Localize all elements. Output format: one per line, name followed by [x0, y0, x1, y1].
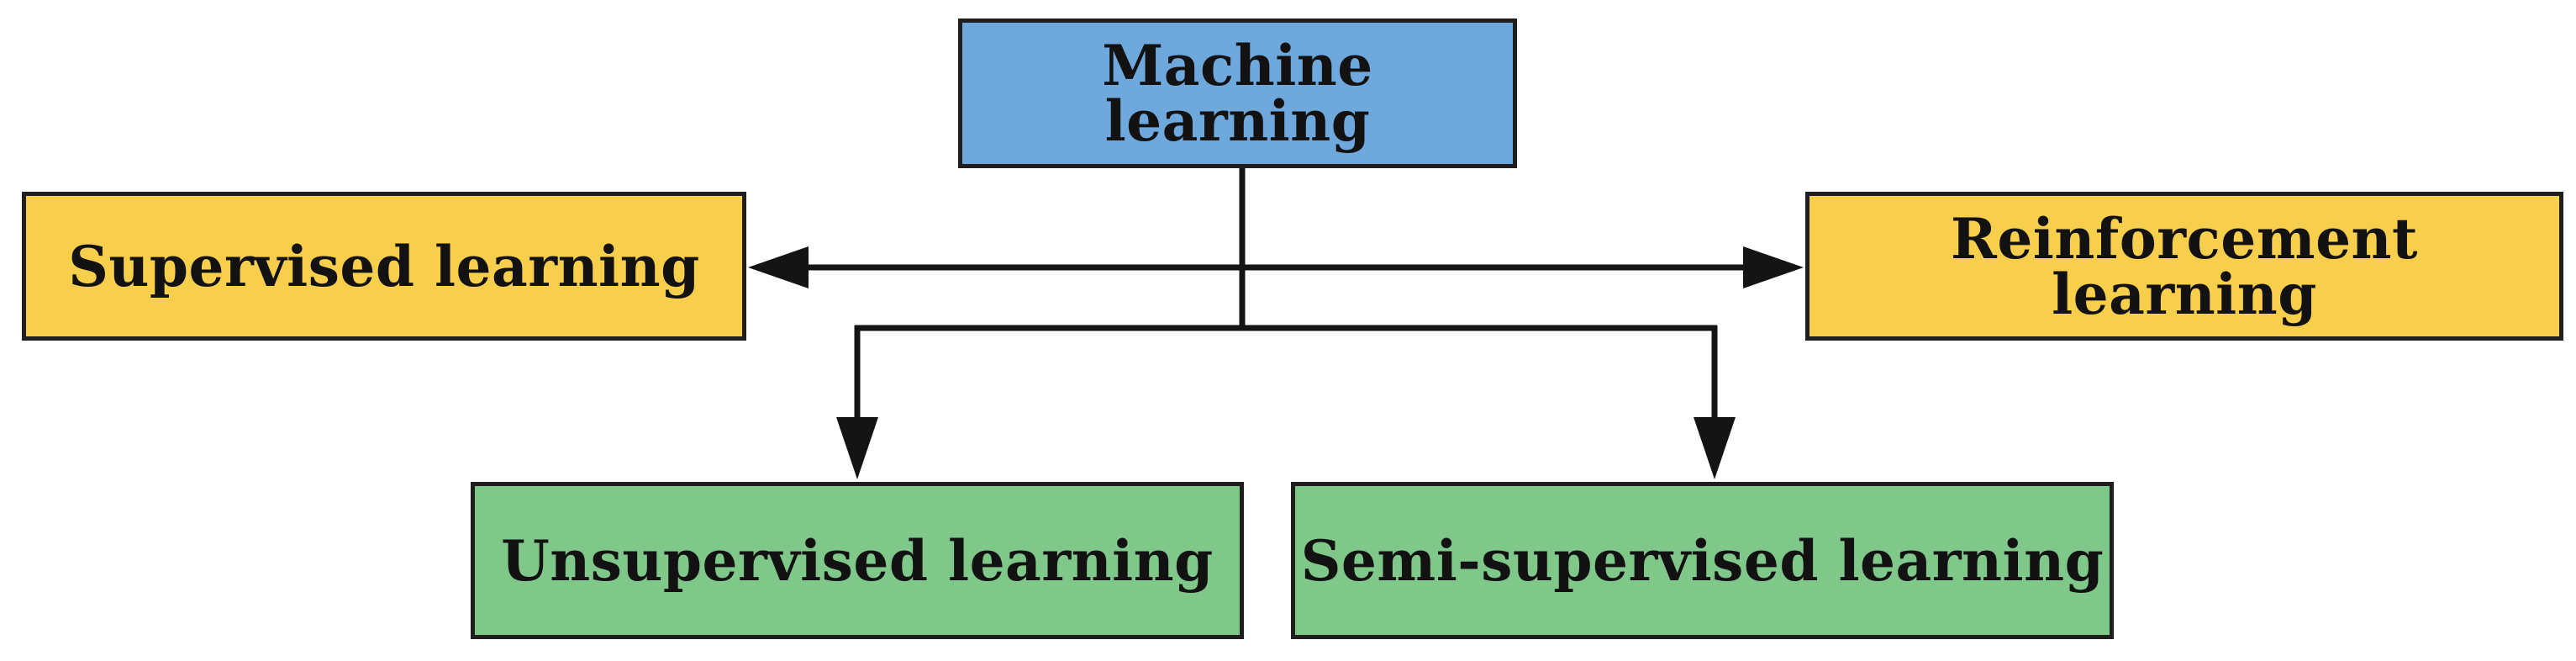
node-unsupervised-learning: Unsupervised learning: [471, 482, 1244, 639]
node-reinforcement-learning: Reinforcement learning: [1805, 192, 2563, 341]
node-supervised-learning: Supervised learning: [22, 192, 746, 341]
node-unsupervised-learning-label: Unsupervised learning: [501, 527, 1214, 594]
node-machine-learning-label: Machine learning: [1102, 33, 1373, 154]
arrowhead-down-left: [836, 417, 878, 479]
node-supervised-learning-label: Supervised learning: [68, 233, 700, 299]
arrowhead-left: [748, 246, 809, 288]
arrowhead-right: [1743, 246, 1804, 288]
node-semi-supervised-learning: Semi-supervised learning: [1291, 482, 2114, 639]
arrowhead-down-right: [1694, 417, 1736, 479]
node-machine-learning: Machine learning: [958, 19, 1517, 168]
node-reinforcement-learning-label: Reinforcement learning: [1950, 205, 2419, 327]
node-semi-supervised-learning-label: Semi-supervised learning: [1300, 527, 2105, 594]
